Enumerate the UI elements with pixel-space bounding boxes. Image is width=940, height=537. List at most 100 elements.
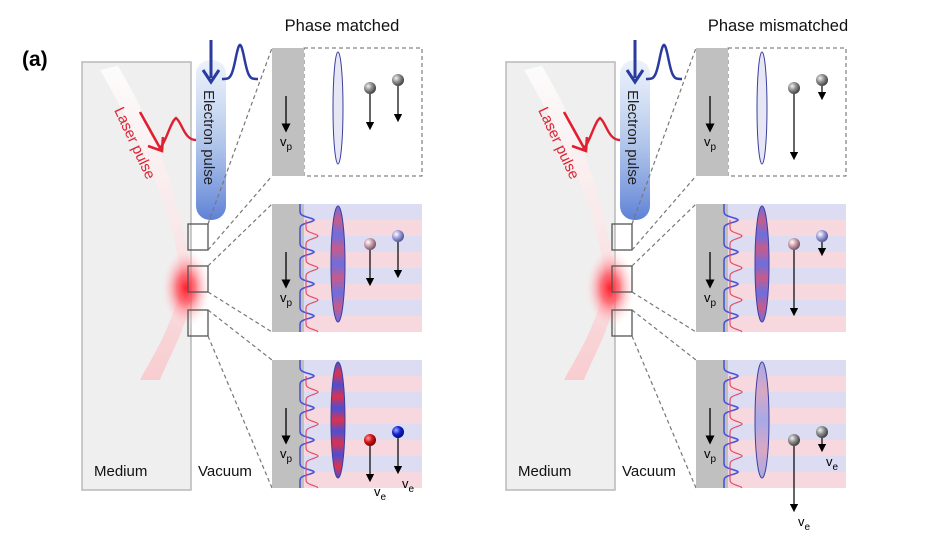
field-stripe	[304, 408, 422, 424]
vacuum-wall	[272, 204, 304, 332]
surface-wave	[723, 360, 740, 488]
laser-focus-spot	[584, 246, 636, 330]
electron	[816, 74, 828, 86]
inset-2: vp	[696, 204, 846, 333]
field-stripe	[728, 360, 846, 376]
laser-trail	[100, 66, 192, 380]
zoom-connector-1	[207, 47, 273, 225]
surface-wave	[299, 204, 316, 332]
zoom-connector-5	[207, 309, 273, 361]
vp-label: vp	[704, 446, 717, 465]
field-stripe	[304, 268, 422, 284]
vacuum-label: Vacuum	[198, 463, 252, 480]
vacuum-wall	[696, 360, 728, 488]
electron	[392, 74, 404, 86]
electron	[788, 238, 800, 250]
field-stripe	[728, 472, 846, 488]
electron-arrow-head	[625, 69, 645, 85]
field-stripe	[304, 392, 422, 408]
field-stripe	[304, 360, 422, 376]
zoom-connector-3	[207, 203, 273, 267]
electron-bunch-ellipse	[754, 361, 770, 479]
zoom-connector-5	[631, 309, 697, 361]
surface-wave-red	[729, 376, 743, 489]
field-stripe	[728, 252, 846, 268]
inset-1: vp	[272, 47, 423, 177]
vacuum-wall	[272, 360, 304, 488]
panel-label: (a)	[22, 48, 48, 71]
field-stripe	[304, 472, 422, 488]
electron-arrow-head	[201, 69, 221, 85]
field-stripe	[728, 316, 846, 332]
vacuum-wall	[696, 48, 728, 176]
vp-label: vp	[280, 446, 293, 465]
electron	[392, 426, 404, 438]
ve-label: ve	[826, 454, 839, 473]
vacuum-wall	[696, 204, 728, 332]
inset-frame	[303, 47, 423, 177]
zoom-box-2	[611, 265, 633, 293]
field-stripe	[304, 204, 422, 220]
laser-focus-spot	[160, 246, 212, 330]
laser-gaussian	[581, 116, 621, 151]
zoom-box-3	[187, 309, 209, 337]
field-stripe	[304, 376, 422, 392]
field-stripe	[304, 440, 422, 456]
surface-wave	[723, 204, 740, 332]
inset-2: vp	[272, 204, 422, 333]
vacuum-label: Vacuum	[622, 463, 676, 480]
surface-wave-red	[305, 376, 319, 489]
field-stripe	[304, 456, 422, 472]
surface-wave	[299, 360, 316, 488]
vp-label: vp	[280, 134, 293, 153]
medium-label: Medium	[94, 463, 147, 480]
field-stripe	[728, 392, 846, 408]
electron-bunch-ellipse	[332, 51, 344, 165]
field-stripe	[728, 408, 846, 424]
surface-wave-red	[305, 220, 319, 333]
vp-label: vp	[704, 290, 717, 309]
zoom-connector-2	[207, 175, 273, 251]
field-stripe	[304, 252, 422, 268]
laser-gaussian	[157, 116, 197, 151]
field-stripe	[728, 424, 846, 440]
surface-wave-red	[729, 220, 743, 333]
zoom-box-2	[187, 265, 209, 293]
field-stripe	[304, 284, 422, 300]
zoom-box-3	[611, 309, 633, 337]
electron	[364, 434, 376, 446]
vp-label: vp	[704, 134, 717, 153]
field-stripe	[304, 316, 422, 332]
zoom-connector-1	[631, 47, 697, 225]
electron-bunch-ellipse	[754, 205, 770, 323]
electron-beam	[620, 60, 650, 220]
electron-pulse-label: Electron pulse	[624, 90, 641, 185]
inset-frame	[727, 47, 847, 177]
electron-beam	[196, 60, 226, 220]
electron-gaussian	[646, 43, 682, 81]
vacuum-wall	[272, 48, 304, 176]
field-stripe	[304, 220, 422, 236]
electron	[788, 82, 800, 94]
field-stripe	[304, 236, 422, 252]
electron-pulse-label: Electron pulse	[200, 90, 217, 185]
medium-label: Medium	[518, 463, 571, 480]
electron-bunch-ellipse	[330, 361, 346, 479]
field-stripe	[728, 300, 846, 316]
field-stripe	[728, 236, 846, 252]
field-stripe	[304, 424, 422, 440]
vp-label: vp	[280, 290, 293, 309]
ve-label: ve	[402, 476, 415, 495]
zoom-box-1	[187, 223, 209, 251]
title-phase-mismatched: Phase mismatched	[708, 17, 848, 35]
electron	[364, 82, 376, 94]
field-stripe	[728, 376, 846, 392]
laser-arrow	[138, 111, 162, 149]
field-stripe	[728, 220, 846, 236]
